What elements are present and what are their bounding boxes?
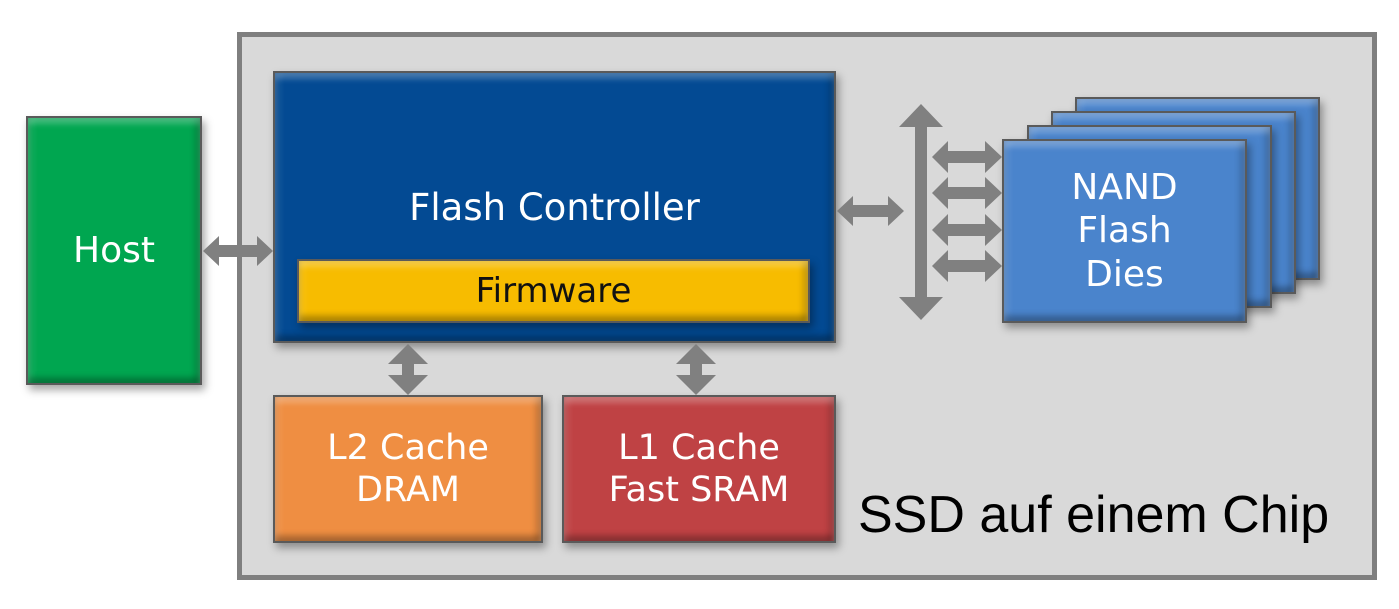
bus-nand-arrow: [932, 141, 1002, 173]
host-label: Host: [73, 229, 155, 271]
nand-label-line3: Dies: [1085, 253, 1164, 295]
firmware-box: Firmware: [297, 259, 810, 323]
bus-nand-arrow: [932, 177, 1002, 209]
l1-cache-box: L1 Cache Fast SRAM: [562, 395, 836, 543]
bus-nand-arrow: [932, 214, 1002, 246]
nand-flash-dies-box: NAND Flash Dies: [1002, 139, 1247, 323]
host-box: Host: [26, 116, 202, 385]
controller-l1-arrow: [676, 344, 716, 395]
l2-cache-label-line1: L2 Cache: [327, 428, 489, 468]
firmware-label: Firmware: [475, 270, 632, 311]
l1-cache-label-line2: Fast SRAM: [608, 470, 790, 510]
nand-label-line1: NAND: [1071, 167, 1178, 209]
host-controller-arrow: [203, 236, 273, 266]
bus-vertical-arrow: [899, 104, 943, 320]
l2-cache-label-line2: DRAM: [356, 470, 460, 510]
controller-bus-arrow: [837, 196, 904, 226]
l1-cache-label-line1: L1 Cache: [618, 428, 780, 468]
bus-nand-arrow: [932, 250, 1002, 282]
flash-controller-label: Flash Controller: [409, 185, 700, 229]
l2-cache-box: L2 Cache DRAM: [273, 395, 543, 543]
controller-l2-arrow: [388, 344, 428, 395]
chip-caption: SSD auf einem Chip: [858, 486, 1330, 544]
nand-label-line2: Flash: [1077, 210, 1172, 252]
